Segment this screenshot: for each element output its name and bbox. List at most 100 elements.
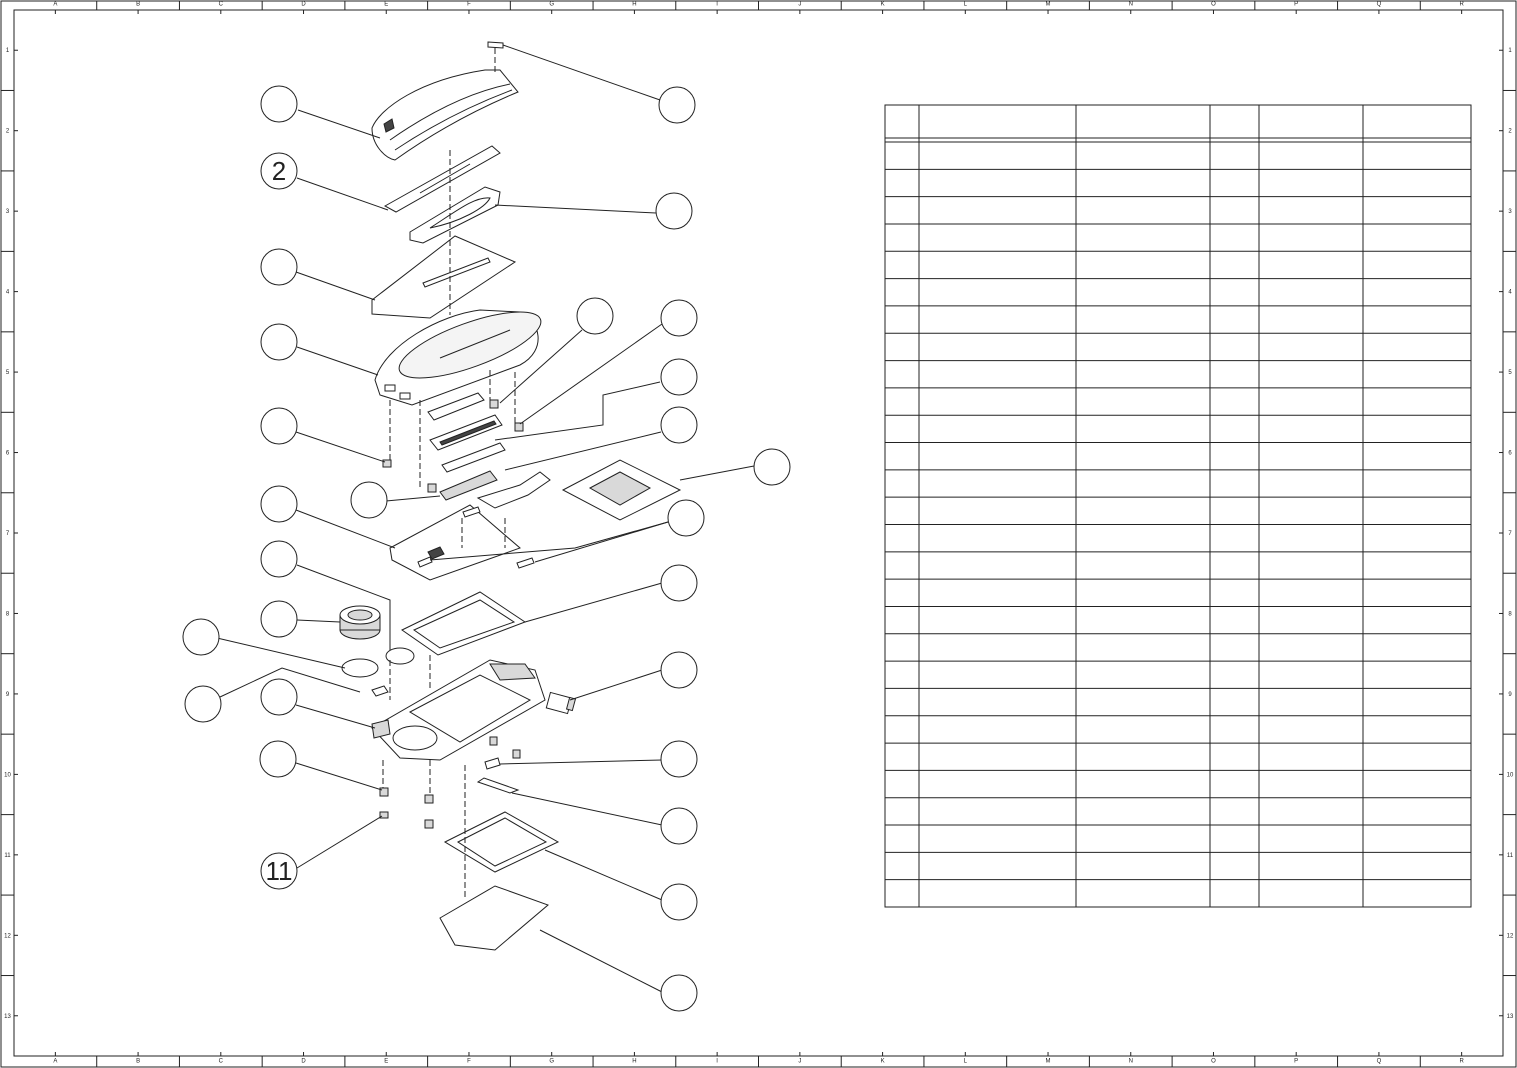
callout-balloon-circle [655,192,693,230]
callout-balloon-circle [182,618,220,656]
part-main-chassis-screen [408,674,532,743]
zone-label-col-bottom: C [219,1059,224,1065]
callout-c-left-1 [260,85,298,123]
zone-label-row-right: 8 [1508,611,1512,617]
part-screw-g [379,787,389,797]
part-pcb [389,504,521,581]
callout-balloon-circle [660,651,698,689]
part-display-frame-inner [412,599,516,649]
part-front-housing-tab2 [399,392,411,400]
zone-label-col-top: B [136,2,140,8]
part-strip-detail [419,163,471,194]
callout-balloon-circle [660,740,698,778]
zone-label-col-top: J [798,2,801,8]
zone-label-col-bottom: A [53,1059,57,1065]
part-front-housing-window [398,311,542,379]
callout-balloon-circle [260,540,298,578]
part-plate-1 [427,392,485,421]
zone-label-row-right: 2 [1508,129,1512,135]
zone-label-row-right: 10 [1507,772,1514,778]
assembly-axis-lines [382,48,516,900]
zone-label-row-right: 4 [1508,290,1512,296]
callout-c-left-6 [260,485,298,523]
parts-table [884,104,1472,908]
part-plate-4 [439,470,498,501]
zone-label-col-top: E [384,2,388,8]
part-top-cover-groove [389,83,513,151]
zone-label-col-top: H [632,2,636,8]
zone-label-col-top: G [549,2,554,8]
callout-c-mid-2 [350,481,388,519]
zone-label-col-bottom: D [301,1059,306,1065]
part-gasket-inner [429,197,491,229]
callout-number: 2 [272,156,286,186]
zone-label-col-bottom: M [1046,1059,1051,1065]
callout-balloon-circle [259,740,297,778]
part-main-chassis-clip [371,719,391,739]
callout-balloon-circle [660,883,698,921]
part-speaker-cone [347,609,373,621]
callout-balloon-circle [260,485,298,523]
inner-border [13,9,1504,1057]
callout-balloon-circle [260,407,298,445]
callout-balloon-circle [350,481,388,519]
callout-c-right-2 [655,192,693,230]
part-pcb-chip [427,546,445,560]
zone-label-col-top: D [301,2,306,8]
zone-label-row-left: 13 [4,1014,11,1020]
part-screw-i [379,811,389,819]
part-main-chassis-dial [392,725,438,751]
zone-label-col-top: Q [1377,2,1382,8]
callout-c-left-3 [260,248,298,286]
part-front-housing-slot [439,329,511,359]
callout-c-right-11 [660,883,698,921]
part-display-frame [401,591,527,656]
zone-label-row-left: 7 [6,531,10,537]
part-buzzer [385,647,415,665]
zone-label-col-bottom: O [1211,1059,1216,1065]
zone-label-row-left: 9 [6,692,10,698]
callout-c-far-left-1 [182,618,220,656]
callout-c-right-4 [660,358,698,396]
callout-c-far-right [753,448,791,486]
callout-c-left-5 [260,407,298,445]
part-screw-j [424,819,434,829]
callout-balloon-circle [660,807,698,845]
callout-balloon-circle [184,685,222,723]
callout-balloon-circle [576,297,614,335]
part-strip-small-1 [462,506,481,518]
zone-label-row-right: 11 [1507,853,1514,859]
zone-label-col-bottom: K [881,1059,885,1065]
zone-label-row-right: 3 [1508,209,1512,215]
callout-balloons: 211 [182,85,791,1012]
callout-c-top-right-1 [658,86,696,124]
callout-c-left-10 [259,740,297,778]
part-top-cover-logo [383,118,395,133]
zone-label-col-bottom: B [136,1059,140,1065]
zone-label-row-left: 1 [6,48,10,54]
callout-c-right-12 [660,974,698,1012]
zone-label-col-bottom: N [1129,1059,1133,1065]
callout-c-right-10 [660,807,698,845]
part-screw-d [427,483,437,493]
zone-label-row-left: 8 [6,611,10,617]
zone-label-row-right: 7 [1508,531,1512,537]
zone-label-col-top: N [1129,2,1133,8]
zone-label-col-bottom: R [1459,1059,1464,1065]
callout-c-left-2: 2 [260,152,298,190]
zone-label-row-right: 1 [1508,48,1512,54]
zone-label-col-bottom: J [798,1059,801,1065]
zone-label-col-bottom: H [632,1059,636,1065]
callout-balloon-circle [660,299,698,337]
part-top-cover [371,69,519,161]
part-flat-plate-slot [422,257,491,288]
zone-label-row-right: 6 [1508,451,1512,457]
zone-label-row-left: 2 [6,129,10,135]
zone-label-row-right: 13 [1507,1014,1514,1020]
zone-label-col-top: L [964,2,968,8]
zone-label-row-right: 5 [1508,370,1512,376]
zone-label-col-bottom: Q [1377,1059,1382,1065]
zone-label-col-top: P [1294,2,1298,8]
callout-c-left-8 [260,600,298,638]
